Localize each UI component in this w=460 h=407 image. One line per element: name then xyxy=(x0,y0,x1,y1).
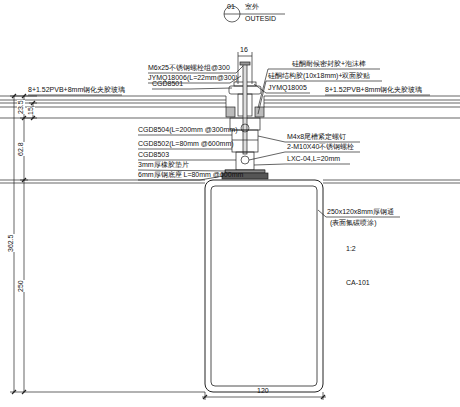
part-label: M4x8尾槽紧定螺钉 xyxy=(287,133,346,141)
glass-label: 8+1.52PVB+8mm钢化夹胶玻璃 xyxy=(28,86,125,94)
glass-label: 8+1.52PVB+8mm钢化夹胶玻璃 xyxy=(325,86,422,94)
part-label: 硅酮耐候密封胶+泡沫棒 xyxy=(292,60,366,68)
part-label: CGD8502(L=80mm @600mm) xyxy=(138,140,234,148)
dimension: 250 xyxy=(17,280,25,292)
part-label: 3mm厚橡胶垫片 xyxy=(138,161,189,169)
side-note: 室外 xyxy=(245,3,259,11)
dimension: 16 xyxy=(240,46,248,54)
part-label: CGD8503 xyxy=(138,151,169,159)
part-label: 2-M10X40不锈钢螺栓 xyxy=(287,143,354,151)
part-label: CGD8501 xyxy=(152,80,183,88)
dimension: 15 xyxy=(27,107,35,115)
part-label: 硅酮结构胶(10x18mm)+双面胶贴 xyxy=(268,72,370,80)
part-label: 6mm厚钢底座 L=80mm @600mm xyxy=(138,171,243,179)
dimension: 23.5 xyxy=(17,100,25,114)
part-label: M6x25不锈钢螺栓组@300 xyxy=(148,64,230,72)
sheet-number: CA-101 xyxy=(346,279,370,287)
dimension: 120 xyxy=(257,387,269,395)
part-label: (表面氟碳喷涂) xyxy=(330,219,377,227)
dimension: 362.5 xyxy=(7,234,15,252)
side-note: OUTESID xyxy=(245,15,276,23)
part-label: JYMQ18005 xyxy=(268,84,307,92)
part-label: LXC-04,L=20mm xyxy=(287,155,340,163)
part-label: 250x120x8mm厚钢通 xyxy=(327,208,394,216)
callout-number: 01 xyxy=(227,3,235,11)
scale-note: 1:2 xyxy=(346,245,356,253)
part-label: CGD8504(L=200mm @300mm) xyxy=(138,126,238,134)
dimension: 62.8 xyxy=(17,142,25,156)
